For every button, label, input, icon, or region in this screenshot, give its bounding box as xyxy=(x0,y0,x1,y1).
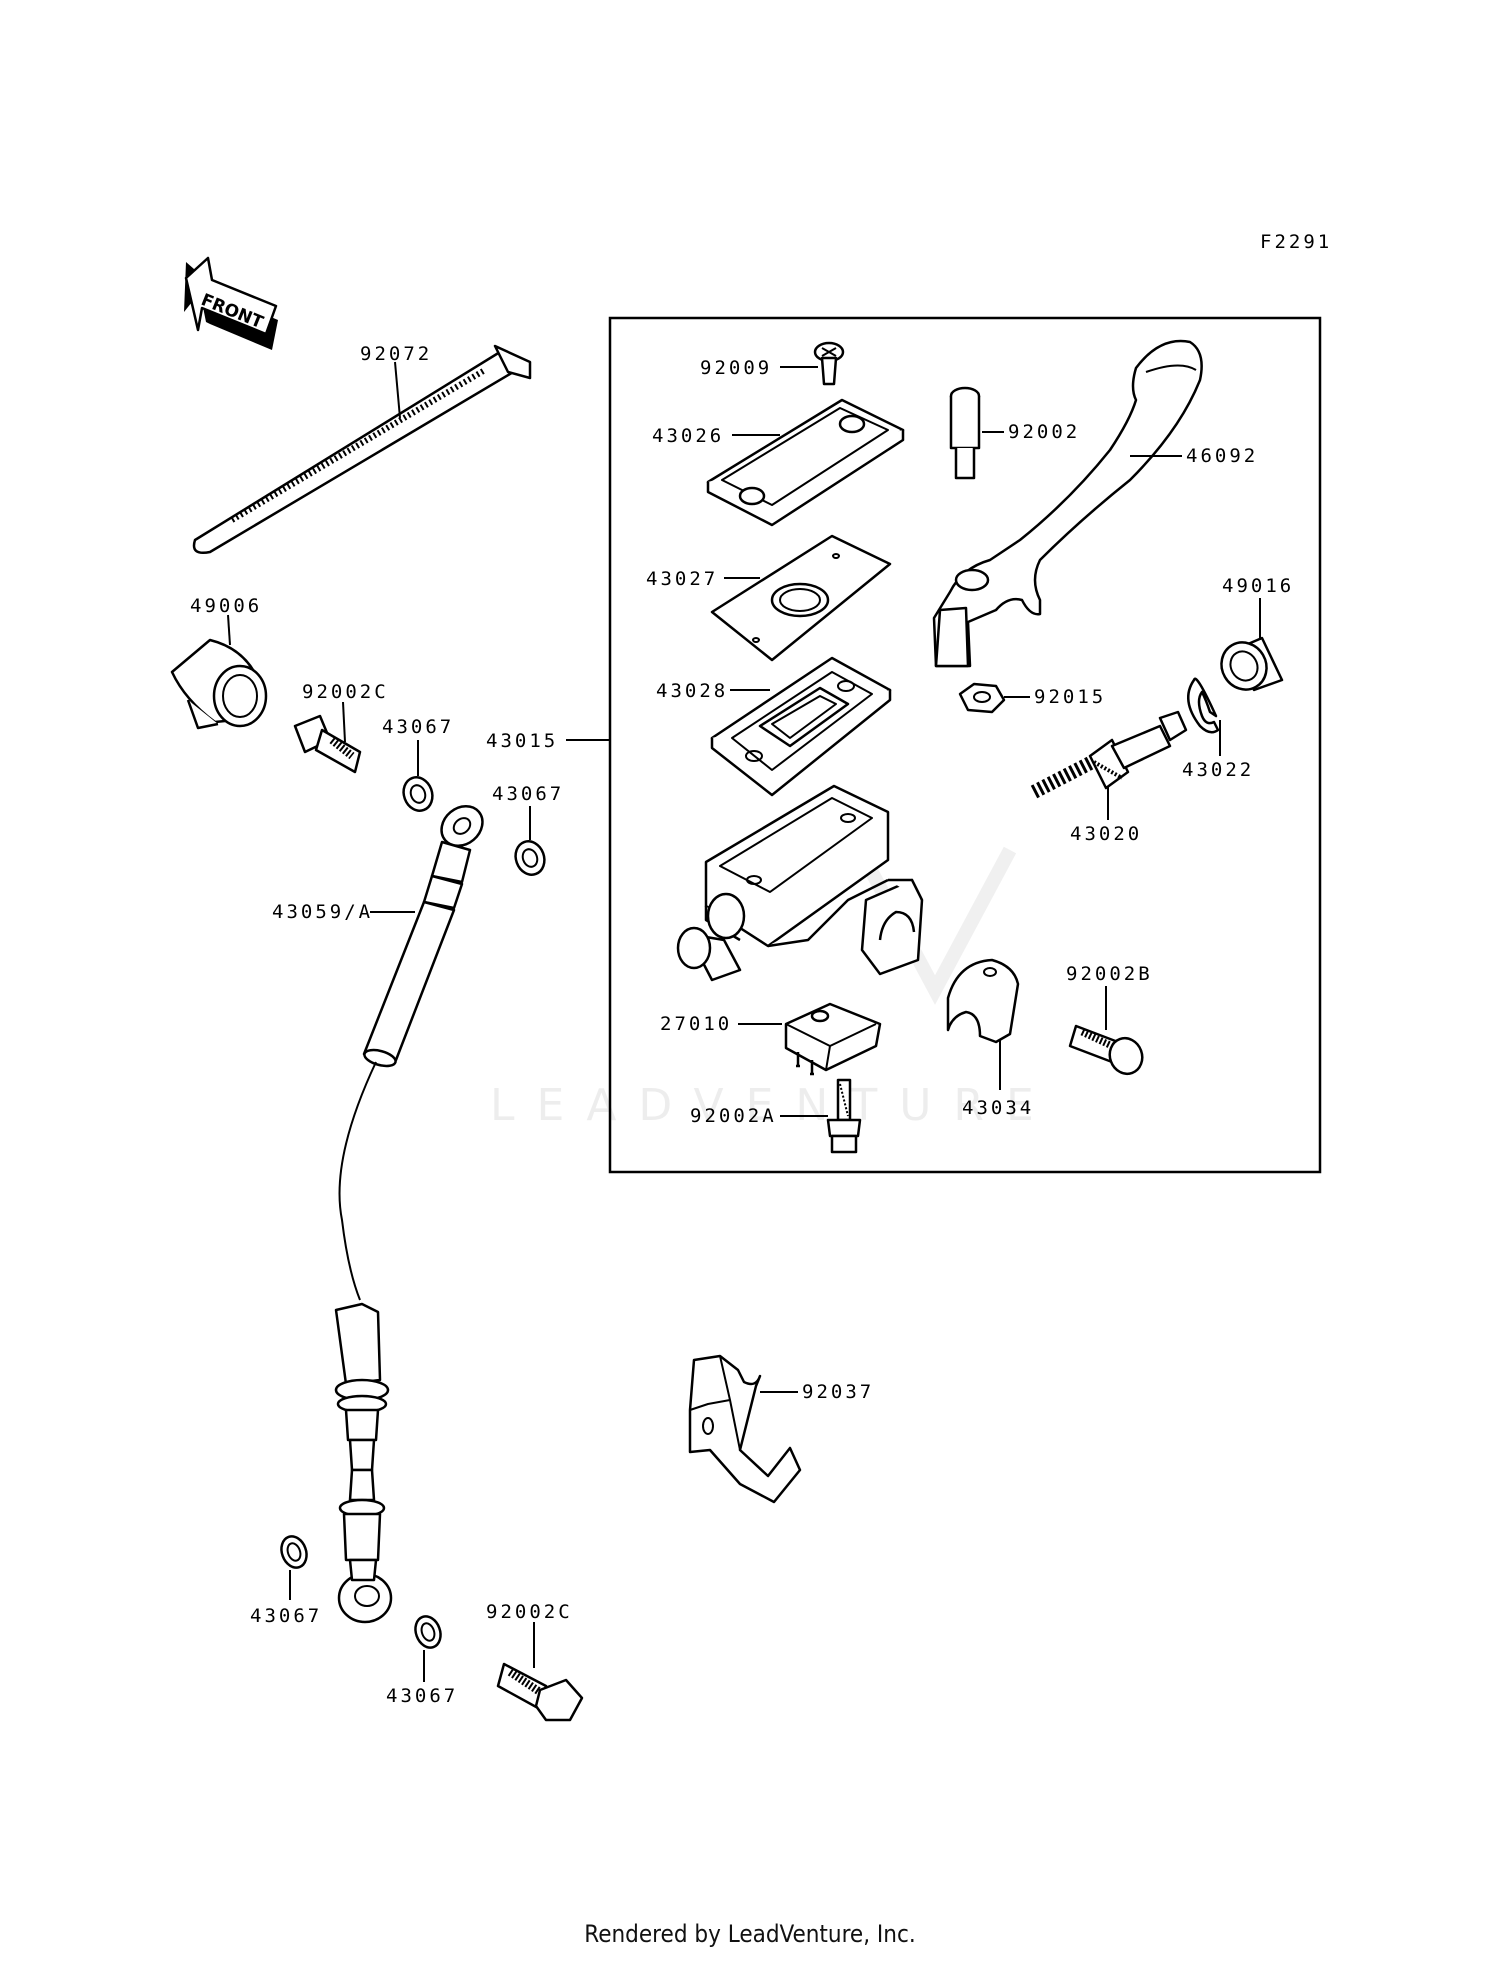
label-27010: 27010 xyxy=(660,1013,732,1035)
part-43022-circlip: 43022 xyxy=(1182,677,1254,781)
label-43020: 43020 xyxy=(1070,823,1142,845)
label-49016: 49016 xyxy=(1222,575,1294,597)
part-92002-pivot-bolt: 92002 xyxy=(949,386,1080,480)
label-92002: 92002 xyxy=(1008,421,1080,443)
label-43027: 43027 xyxy=(646,568,718,590)
part-46092-brake-lever: 46092 xyxy=(932,339,1258,668)
label-46092: 46092 xyxy=(1186,445,1258,467)
label-43067-d: 43067 xyxy=(386,1685,458,1707)
label-43034: 43034 xyxy=(962,1097,1034,1119)
part-92037-clamp-bracket: 92037 xyxy=(688,1354,874,1504)
label-92002B: 92002B xyxy=(1066,963,1153,985)
part-43027-diaphragm-plate: 43027 xyxy=(646,534,892,662)
part-43020-piston-assembly: 43020 xyxy=(1030,710,1188,845)
part-43026-reservoir-cap: 43026 xyxy=(652,398,905,527)
label-92072: 92072 xyxy=(360,343,432,365)
part-92002C-banjo-bolt-bottom: 92002C xyxy=(486,1601,584,1722)
front-direction-arrow: FRONT xyxy=(184,256,278,350)
part-43028-diaphragm: 43028 xyxy=(656,656,892,797)
label-92037: 92037 xyxy=(802,1381,874,1403)
assembly-43015-box: 43015 xyxy=(486,316,1322,1174)
part-49016-dust-cover: 49016 xyxy=(1220,575,1294,692)
part-92002A-bolt: 92002A xyxy=(690,1078,862,1154)
part-92009-screw: 92009 xyxy=(700,341,845,386)
part-92015-nut: 92015 xyxy=(958,682,1106,714)
figure-code: F2291 xyxy=(1260,231,1332,253)
label-92015: 92015 xyxy=(1034,686,1106,708)
label-43067-b: 43067 xyxy=(492,783,564,805)
part-92002C-banjo-bolt-top: 92002C xyxy=(293,681,389,774)
label-43015: 43015 xyxy=(486,730,558,752)
part-92072-cable-tie: 92072 xyxy=(192,343,532,554)
label-92009: 92009 xyxy=(700,357,772,379)
label-43067-c: 43067 xyxy=(250,1605,322,1627)
part-43067-washer-d: 43067 xyxy=(386,1615,458,1707)
label-43028: 43028 xyxy=(656,680,728,702)
part-43034-clamp: 43034 xyxy=(946,958,1034,1119)
label-92002C-bottom: 92002C xyxy=(486,1601,573,1623)
part-43067-washer-c: 43067 xyxy=(250,1535,322,1627)
footer-credit: Rendered by LeadVenture, Inc. xyxy=(584,1920,916,1948)
label-43059A: 43059/A xyxy=(272,901,373,923)
part-43059A-brake-hose: 43059/A xyxy=(272,804,484,1624)
watermark-logo: LEADVENTURE xyxy=(490,846,1056,1131)
label-92002C-top: 92002C xyxy=(302,681,389,703)
part-43067-washer-a: 43067 xyxy=(382,716,454,812)
label-43026: 43026 xyxy=(652,425,724,447)
part-92002B-bolt: 92002B xyxy=(1066,963,1153,1076)
label-43067-a: 43067 xyxy=(382,716,454,738)
part-master-cylinder-body xyxy=(676,784,924,982)
part-27010-brake-switch: 27010 xyxy=(660,1002,882,1076)
part-49006-boot: 49006 xyxy=(170,595,268,730)
label-92002A: 92002A xyxy=(690,1105,777,1127)
label-49006: 49006 xyxy=(190,595,262,617)
label-43022: 43022 xyxy=(1182,759,1254,781)
watermark-text: LEADVENTURE xyxy=(490,1080,1056,1131)
part-43067-washer-b: 43067 xyxy=(492,783,564,876)
